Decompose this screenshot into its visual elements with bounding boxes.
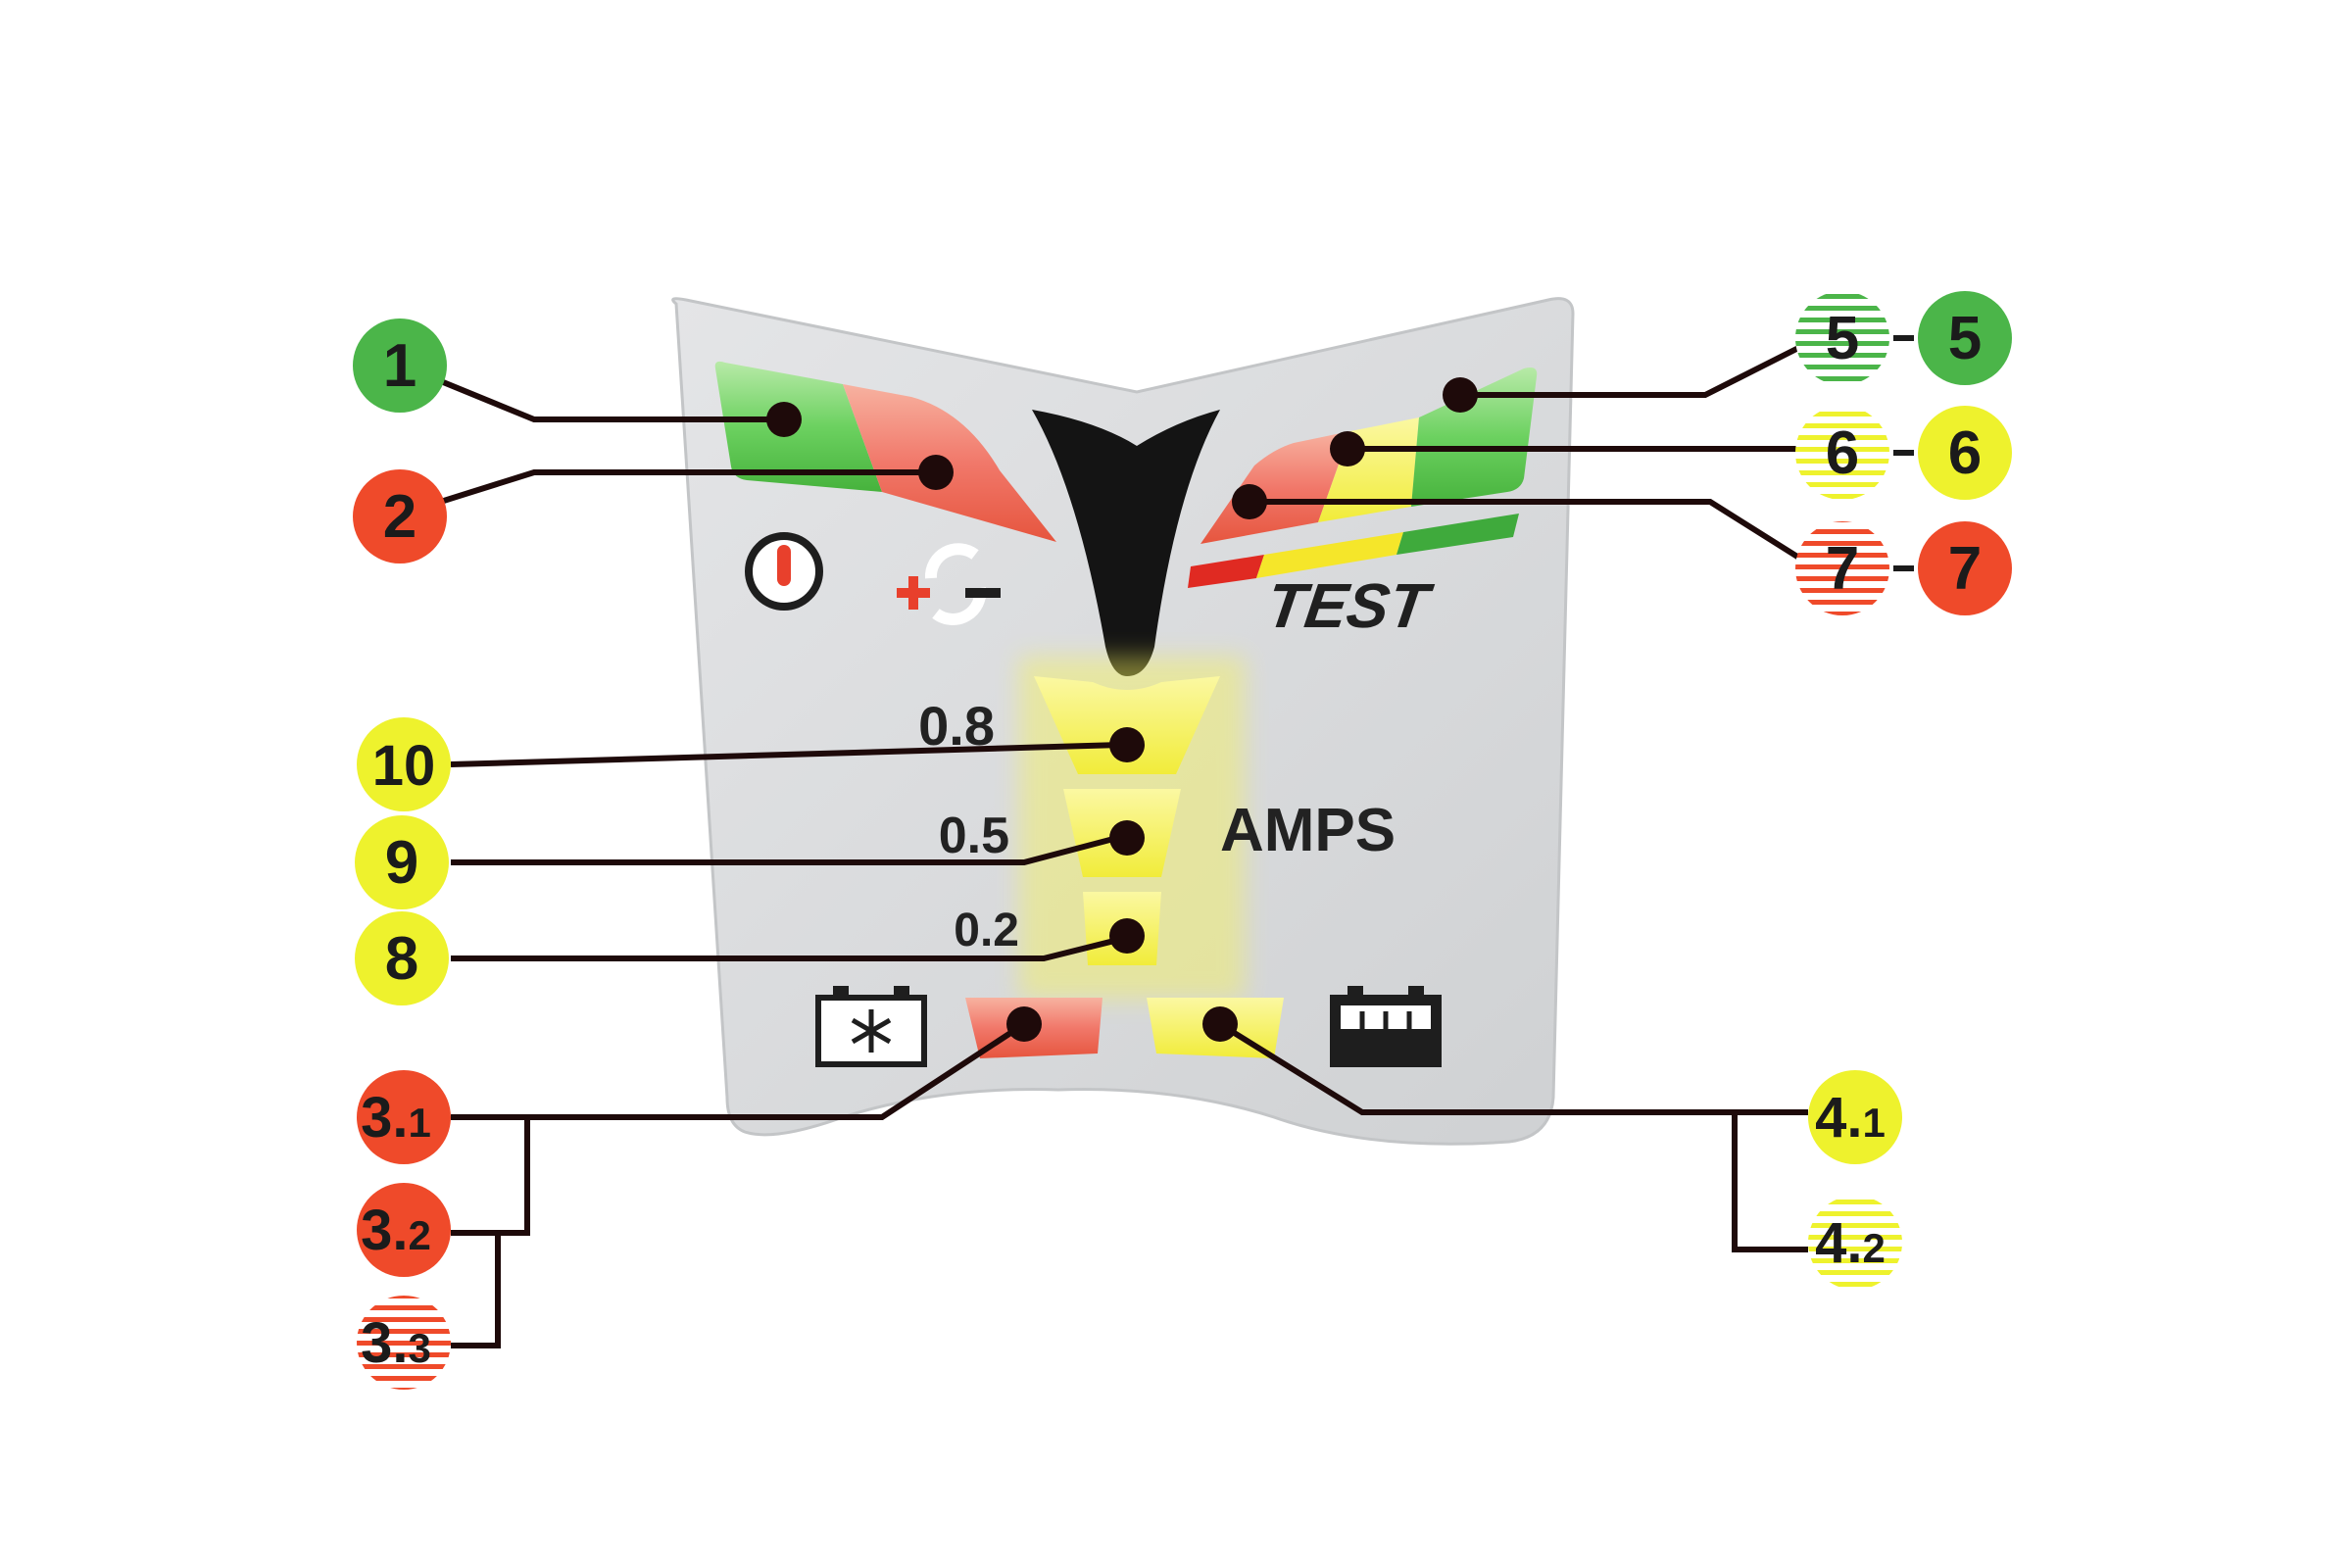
leader-lines <box>429 335 1857 1348</box>
callout-2: 2 <box>353 469 447 564</box>
reverse-polarity-icon <box>897 543 1001 625</box>
test-label: TEST <box>1262 570 1437 641</box>
callout-6-striped: 6 <box>1795 406 1889 500</box>
svg-text:2: 2 <box>383 483 416 551</box>
power-icon <box>745 532 823 611</box>
center-v-mark <box>1032 410 1220 676</box>
callout-3-3: 3.3 <box>357 1296 451 1390</box>
callout-5-striped: 5 <box>1795 291 1889 385</box>
callout-6-solid: 6 <box>1918 406 2012 500</box>
led-green-right <box>1411 368 1538 507</box>
callout-9: 9 <box>355 815 449 909</box>
callout-1: 1 <box>353 318 447 413</box>
callout-3-1: 3.1 <box>357 1070 451 1164</box>
svg-text:5: 5 <box>1948 305 1982 372</box>
svg-text:4.2: 4.2 <box>1815 1211 1886 1275</box>
callout-7-striped: 7 <box>1795 521 1889 615</box>
battery-snowflake-icon <box>815 986 927 1067</box>
svg-text:8: 8 <box>385 925 418 993</box>
amp-value-02: 0.2 <box>954 905 1019 956</box>
callout-4-1: 4.1 <box>1808 1070 1902 1164</box>
svg-text:7: 7 <box>1826 535 1859 603</box>
svg-text:1: 1 <box>383 332 416 400</box>
callout-8: 8 <box>355 911 449 1005</box>
svg-text:6: 6 <box>1826 419 1859 487</box>
callout-5-solid: 5 <box>1918 291 2012 385</box>
callout-pair-dashes <box>1893 335 1914 571</box>
battery-recondition-icon <box>1330 986 1442 1067</box>
svg-text:10: 10 <box>372 734 436 798</box>
callout-10: 10 <box>357 717 451 811</box>
led-red-right <box>1200 431 1350 544</box>
svg-text:9: 9 <box>385 829 418 897</box>
led-yellow-right <box>1318 417 1419 522</box>
callout-3-2: 3.2 <box>357 1183 451 1277</box>
svg-text:6: 6 <box>1948 419 1982 487</box>
svg-text:3.2: 3.2 <box>361 1199 431 1262</box>
amp-value-05: 0.5 <box>939 808 1009 864</box>
svg-text:5: 5 <box>1826 305 1859 372</box>
svg-text:7: 7 <box>1948 535 1982 603</box>
svg-text:3.3: 3.3 <box>361 1311 431 1375</box>
test-stripe-yellow <box>1256 532 1403 578</box>
leader-end-dots <box>766 377 1478 1042</box>
callout-4-2: 4.2 <box>1808 1196 1902 1290</box>
svg-text:4.1: 4.1 <box>1815 1086 1886 1150</box>
test-stripe-green <box>1396 514 1519 555</box>
callout-7-solid: 7 <box>1918 521 2012 615</box>
amps-label: AMPS <box>1220 797 1396 864</box>
svg-text:3.1: 3.1 <box>361 1086 431 1150</box>
test-stripe-red <box>1188 555 1264 588</box>
led-amp-08 <box>1034 676 1220 774</box>
